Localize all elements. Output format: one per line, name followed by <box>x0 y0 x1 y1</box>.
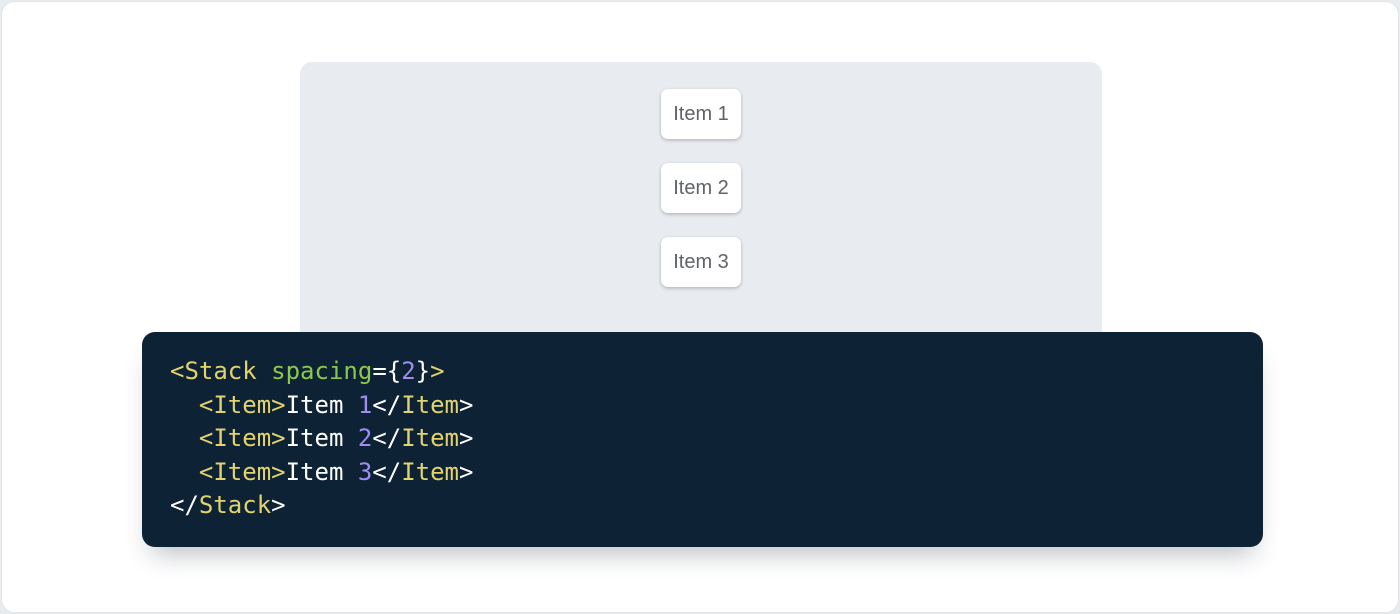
stack-item-label: Item 3 <box>673 250 729 273</box>
stack-item-card: Item 1 <box>661 89 741 139</box>
code-line: <Item>Item 1</Item> <box>170 390 474 419</box>
code-block: <Stack spacing={2}> <Item>Item 1</Item> … <box>142 332 1263 547</box>
code-line: <Stack spacing={2}> <box>170 357 445 385</box>
stack-item-card: Item 2 <box>661 163 741 213</box>
stack-item-label: Item 2 <box>673 176 729 199</box>
stack-item-card: Item 3 <box>661 237 741 287</box>
code-line: <Item>Item 3</Item> <box>170 457 474 486</box>
stack-item-label: Item 1 <box>673 102 729 125</box>
code-line: <Item>Item 2</Item> <box>170 424 474 453</box>
code-lines: <Stack spacing={2}> <Item>Item 1</Item> … <box>170 355 1235 523</box>
code-line: </Stack> <box>170 491 286 520</box>
stack-container: Item 1 Item 2 Item 3 <box>300 62 1102 287</box>
stack-demo-panel: Item 1 Item 2 Item 3 <box>300 62 1102 354</box>
